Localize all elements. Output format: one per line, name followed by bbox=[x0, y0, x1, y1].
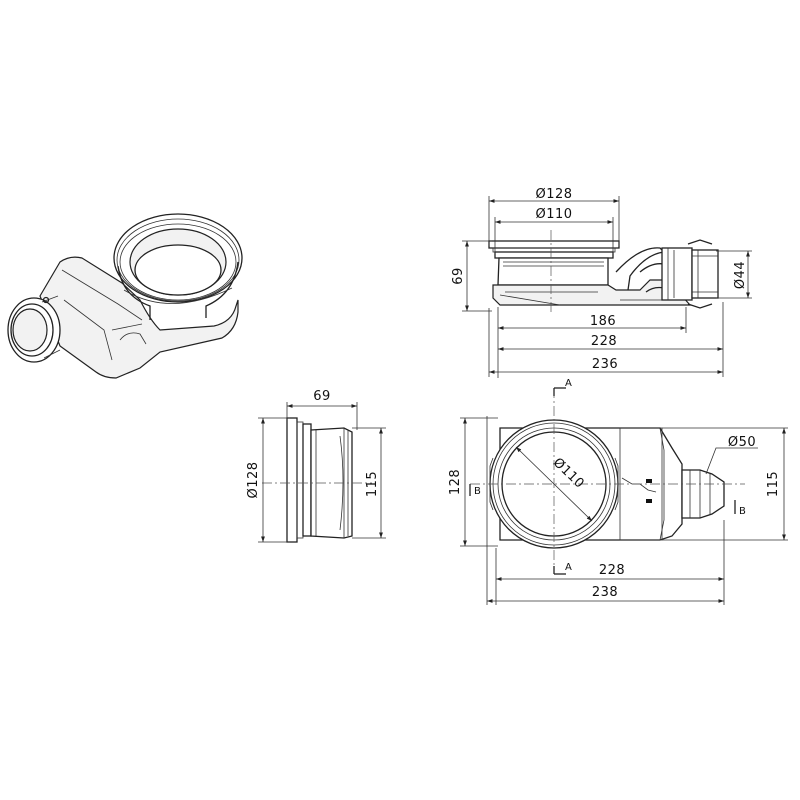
top-dim-h128: 128 bbox=[448, 469, 463, 495]
side-dim-h69: 69 bbox=[451, 267, 466, 285]
side-dim-w228: 228 bbox=[591, 334, 617, 349]
isometric-view bbox=[7, 213, 243, 379]
front-dim-w69: 69 bbox=[313, 389, 331, 404]
top-dim-h115: 115 bbox=[766, 471, 781, 497]
front-view: 69 Ø128 115 bbox=[246, 389, 386, 543]
top-dim-w238: 238 bbox=[592, 585, 618, 600]
section-b-right: B bbox=[734, 500, 746, 517]
section-b-left: B bbox=[469, 484, 481, 497]
section-a-bottom: A bbox=[553, 562, 572, 575]
top-dim-d50: Ø50 bbox=[728, 435, 756, 450]
side-dim-d44: Ø44 bbox=[733, 261, 748, 289]
section-a-bottom-label: A bbox=[565, 562, 572, 573]
section-a-top-label: A bbox=[565, 378, 572, 389]
side-dim-d128: Ø128 bbox=[535, 187, 572, 202]
top-view: A A B B Ø110 Ø50 128 115 bbox=[448, 378, 788, 605]
front-dim-h115: 115 bbox=[365, 471, 380, 497]
front-dim-d128: Ø128 bbox=[246, 461, 261, 498]
side-view: Ø128 Ø110 69 Ø44 186 228 236 bbox=[451, 187, 752, 378]
section-b-right-label: B bbox=[739, 506, 746, 517]
side-dim-w186: 186 bbox=[590, 314, 616, 329]
side-dim-w236: 236 bbox=[592, 357, 618, 372]
top-dim-w228: 228 bbox=[599, 563, 625, 578]
side-dim-d110: Ø110 bbox=[535, 207, 572, 222]
section-a-top: A bbox=[553, 378, 572, 396]
section-b-left-label: B bbox=[474, 486, 481, 497]
